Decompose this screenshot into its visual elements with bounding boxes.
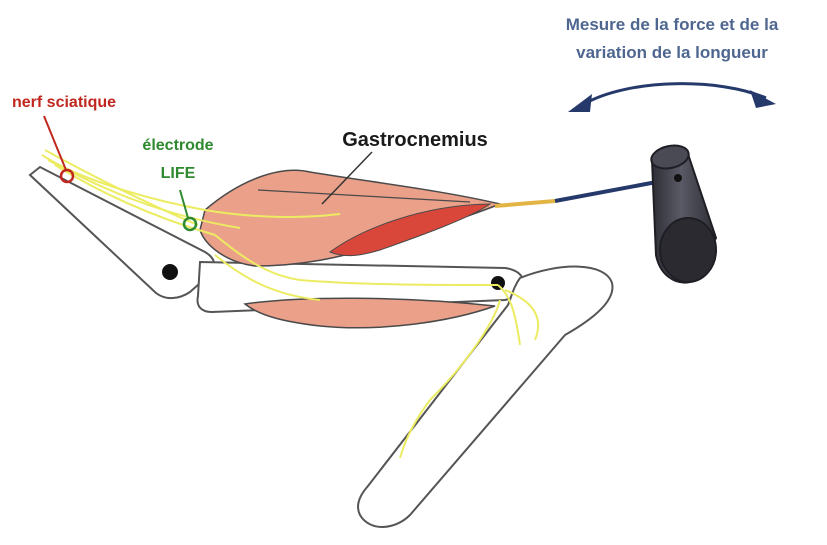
curved-double-arrow-icon bbox=[568, 84, 776, 112]
electrode-pointer bbox=[180, 190, 188, 218]
measure-label-line2: variation de la longueur bbox=[576, 43, 768, 62]
ankle-joint-dot bbox=[491, 276, 505, 290]
sciatic-nerve-label: nerf sciatique bbox=[12, 94, 116, 111]
tibialis-muscle bbox=[245, 298, 495, 328]
femur-bone bbox=[30, 167, 214, 298]
electrode-label-line2: LIFE bbox=[161, 165, 196, 182]
electrode-label-line1: électrode bbox=[142, 137, 213, 154]
cylinder-transducer-icon bbox=[649, 142, 716, 282]
knee-joint-dot bbox=[162, 264, 178, 280]
measure-label-line1: Mesure de la force et de la bbox=[566, 15, 779, 34]
achilles-tendon bbox=[495, 201, 555, 206]
gastrocnemius-label: Gastrocnemius bbox=[342, 129, 488, 151]
